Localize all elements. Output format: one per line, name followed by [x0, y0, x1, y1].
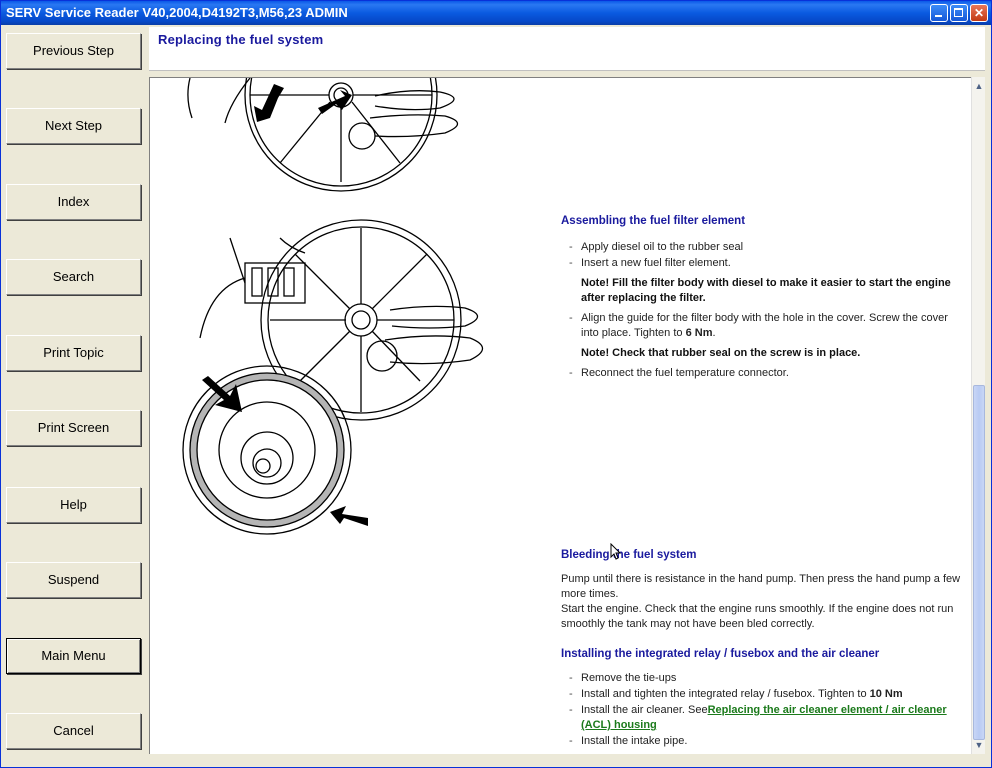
note-rubber-seal: Note! Check that rubber seal on the scre… — [581, 347, 861, 359]
title-bar: SERV Service Reader V40,2004,D4192T3,M56… — [1, 1, 991, 25]
minimize-button[interactable] — [930, 4, 948, 22]
content-pane: Assembling the fuel filter element Apply… — [149, 77, 971, 754]
bleeding-paragraph-1: Pump until there is resistance in the ha… — [561, 573, 961, 600]
bleeding-paragraph-2: Start the engine. Check that the engine … — [561, 603, 954, 630]
maximize-button[interactable] — [950, 4, 968, 22]
main-menu-button[interactable]: Main Menu — [6, 638, 141, 674]
assembling-list-3: Reconnect the fuel temperature connector… — [561, 366, 966, 381]
torque-value: 10 Nm — [869, 688, 903, 700]
window-controls: ✕ — [930, 4, 988, 22]
scroll-up-icon[interactable]: ▲ — [974, 81, 984, 91]
maximize-icon — [954, 8, 963, 17]
installing-steps: Remove the tie-ups Install and tighten t… — [561, 671, 966, 750]
list-item: Install and tighten the integrated relay… — [561, 687, 966, 702]
list-item: Align the guide for the filter body with… — [561, 311, 966, 341]
list-item: Apply diesel oil to the rubber seal — [561, 240, 966, 255]
mouse-cursor-icon — [610, 543, 622, 560]
step-text-end: . — [712, 327, 716, 339]
section-title-bleeding: Bleeding the fuel system — [561, 549, 697, 561]
section-title-assembling: Assembling the fuel filter element — [561, 215, 746, 227]
assembling-steps: Apply diesel oil to the rubber seal Inse… — [561, 240, 966, 382]
step-text: Install the air cleaner. See — [581, 704, 708, 716]
page-header: Replacing the fuel system — [149, 27, 985, 71]
close-button[interactable]: ✕ — [970, 4, 988, 22]
vertical-scrollbar[interactable]: ▲ ▼ — [971, 77, 985, 754]
air-cleaner-link[interactable]: Replacing the air cleaner element / air … — [581, 704, 947, 731]
print-topic-button[interactable]: Print Topic — [6, 335, 141, 371]
next-step-button[interactable]: Next Step — [6, 108, 141, 144]
bottom-border — [1, 754, 991, 767]
step-text: Install and tighten the integrated relay… — [581, 688, 870, 700]
section-title-installing: Installing the integrated relay / fusebo… — [561, 648, 880, 660]
list-item: Reconnect the fuel temperature connector… — [561, 366, 966, 381]
search-button[interactable]: Search — [6, 259, 141, 295]
close-icon: ✕ — [973, 6, 985, 20]
list-item: Install the intake pipe. — [561, 734, 966, 749]
minimize-icon — [935, 15, 942, 17]
note-fill-filter: Note! Fill the filter body with diesel t… — [581, 277, 951, 304]
list-item: Install the air cleaner. SeeReplacing th… — [561, 703, 966, 733]
installing-list: Remove the tie-ups Install and tighten t… — [561, 671, 966, 749]
sidebar: Previous Step Next Step Index Search Pri… — [1, 25, 148, 767]
assembling-list-2: Align the guide for the filter body with… — [561, 311, 966, 341]
suspend-button[interactable]: Suspend — [6, 562, 141, 598]
print-screen-button[interactable]: Print Screen — [6, 410, 141, 446]
index-button[interactable]: Index — [6, 184, 141, 220]
list-item: Remove the tie-ups — [561, 671, 966, 686]
previous-step-button[interactable]: Previous Step — [6, 33, 141, 69]
window-title: SERV Service Reader V40,2004,D4192T3,M56… — [6, 5, 348, 20]
scroll-down-icon[interactable]: ▼ — [974, 740, 984, 750]
fuel-filter-illustration — [182, 78, 484, 535]
torque-value: 6 Nm — [685, 327, 713, 339]
bleeding-text: Pump until there is resistance in the ha… — [561, 572, 966, 632]
list-item: Insert a new fuel filter element. — [561, 256, 966, 271]
cancel-button[interactable]: Cancel — [6, 713, 141, 749]
step-text: Align the guide for the filter body with… — [581, 312, 948, 339]
scrollbar-thumb[interactable] — [973, 385, 985, 740]
assembling-list: Apply diesel oil to the rubber seal Inse… — [561, 240, 966, 271]
page-title: Replacing the fuel system — [158, 32, 324, 47]
help-button[interactable]: Help — [6, 487, 141, 523]
